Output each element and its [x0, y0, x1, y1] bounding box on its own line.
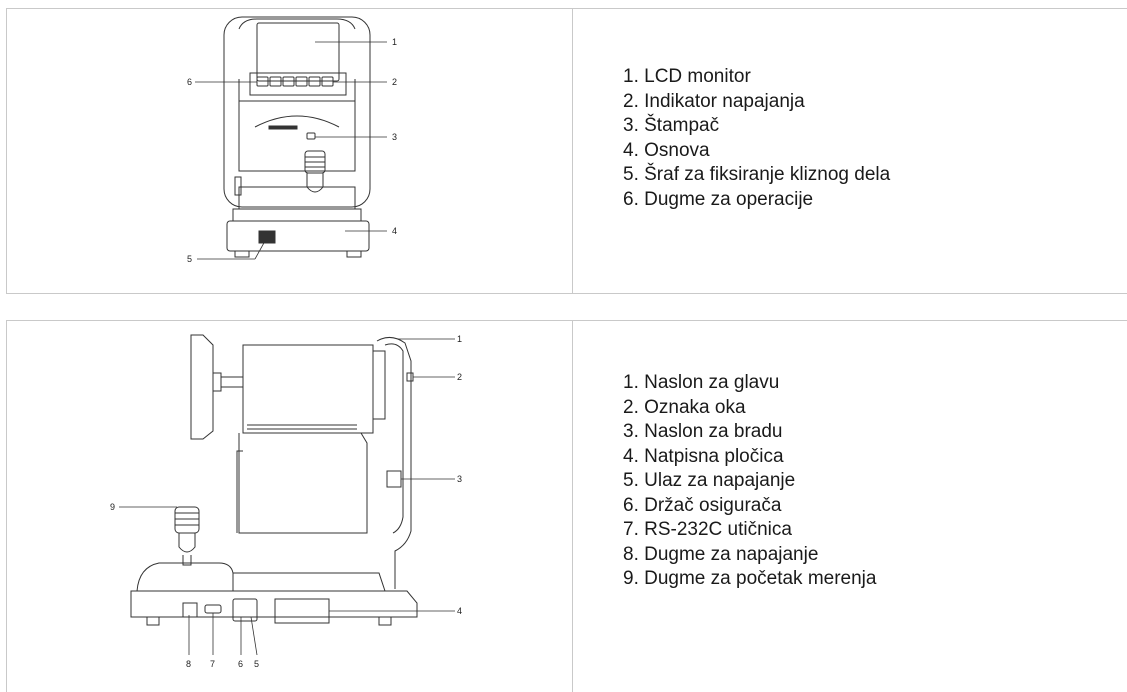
callout-5: 5 — [187, 254, 192, 264]
callout-5: 5 — [254, 659, 259, 669]
callout-9: 9 — [110, 502, 115, 512]
legend-item: 1. Naslon za glavu — [623, 372, 780, 393]
legend-item: 6. Dugme za operacije — [623, 188, 814, 210]
legend-item: 7. RS-232C utičnica — [623, 519, 792, 540]
legend-item: 1. LCD monitor — [623, 66, 751, 87]
legend-item: 5. Šraf za fiksiranje kliznog dela — [623, 164, 891, 185]
callout-6: 6 — [238, 659, 243, 669]
front-view-illustration: 1 2 3 4 5 6 — [187, 16, 397, 264]
panel-divider — [572, 9, 573, 293]
legend-item: 2. Indikator napajanja — [623, 90, 805, 112]
legend-item: 5. Ulaz za napajanje — [623, 470, 796, 491]
callout-7: 7 — [210, 659, 215, 669]
side-view-drawing: 1 2 3 4 5 6 7 8 9 — [7, 321, 572, 692]
legend-item: 3. Štampač — [623, 115, 720, 136]
front-view-panel: 1 2 3 4 5 6 1. LCD monitor 2. Indikator … — [6, 8, 1127, 294]
legend-item: 2. Oznaka oka — [623, 396, 746, 418]
callout-2: 2 — [392, 77, 397, 87]
callout-3: 3 — [392, 132, 397, 142]
side-view-legend: 1. Naslon za glavu 2. Oznaka oka 3. Nasl… — [623, 371, 876, 592]
legend-item: 4. Natpisna pločica — [623, 445, 784, 467]
legend-item: 9. Dugme za početak merenja — [623, 568, 877, 589]
callout-1: 1 — [457, 334, 462, 344]
panel-divider — [572, 321, 573, 692]
callout-1: 1 — [392, 37, 397, 47]
legend-item: 6. Držač osigurača — [623, 494, 782, 516]
front-view-legend: 1. LCD monitor 2. Indikator napajanja 3.… — [623, 65, 890, 212]
legend-item: 8. Dugme za napajanje — [623, 543, 819, 565]
callout-4: 4 — [392, 226, 397, 236]
legend-item: 4. Osnova — [623, 139, 710, 161]
side-view-illustration: 1 2 3 4 5 6 7 8 9 — [110, 334, 462, 669]
front-view-drawing: 1 2 3 4 5 6 — [7, 9, 572, 293]
legend-item: 3. Naslon za bradu — [623, 421, 783, 442]
callout-8: 8 — [186, 659, 191, 669]
callout-3: 3 — [457, 474, 462, 484]
callout-2: 2 — [457, 372, 462, 382]
side-view-panel: 1 2 3 4 5 6 7 8 9 1. Naslon za glavu 2. … — [6, 320, 1127, 692]
callout-4: 4 — [457, 606, 462, 616]
callout-6: 6 — [187, 77, 192, 87]
